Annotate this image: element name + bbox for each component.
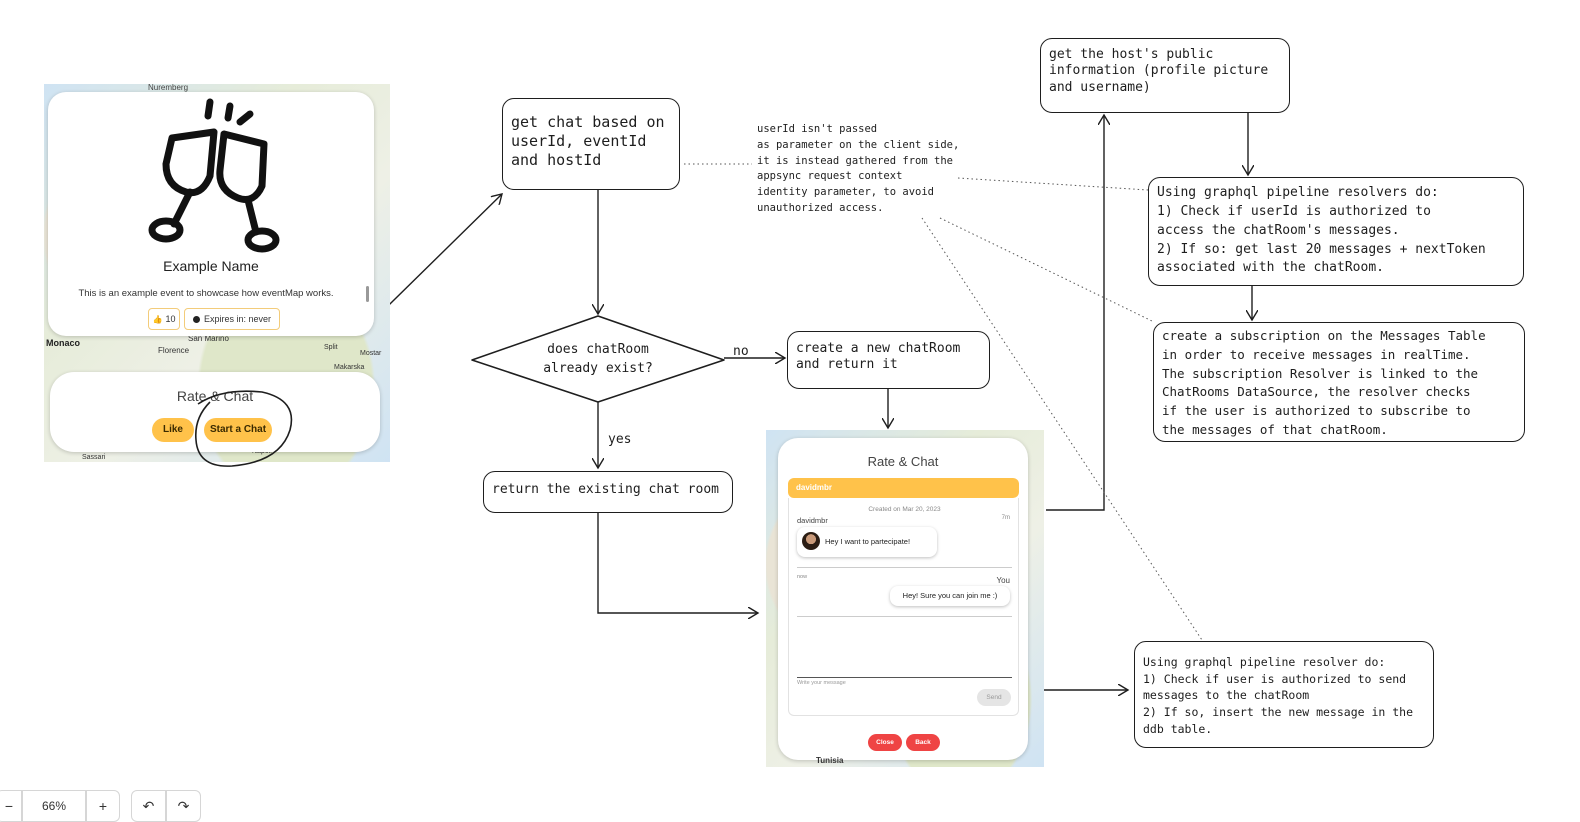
msg2-time: now (797, 574, 808, 580)
decision-text: does chatRoom already exist? (543, 342, 653, 376)
map-label: Monaco (46, 338, 81, 348)
map-label: San Marino (188, 334, 229, 343)
avatar (802, 532, 820, 550)
map-label: Nuremberg (148, 84, 189, 92)
chat-header-bar: davidmbr (788, 478, 1019, 498)
yes-label: yes (608, 432, 632, 447)
divider (797, 616, 1012, 617)
thumbs-up-icon: 👍 (152, 314, 163, 324)
dotted-note-to-send (921, 217, 1203, 641)
divider (797, 567, 1012, 568)
chat-panel: Rate & Chat davidmbr Created on Mar 20, … (778, 438, 1028, 760)
start-chat-button[interactable]: Start a Chat (204, 418, 272, 442)
scrollbar[interactable] (366, 286, 369, 302)
dotted-note-to-pipeline (957, 177, 1149, 191)
msg1-text: Hey I want to partecipate! (825, 537, 911, 546)
rate-chat-title: Rate & Chat (176, 388, 254, 404)
expires-label: Expires in: never (203, 314, 272, 324)
subscription-box: create a subscription on the Messages Ta… (1153, 322, 1525, 442)
map-label: Makarska (334, 364, 365, 371)
return-room-box: return the existing chat room (483, 471, 733, 513)
msg1-user: davidmbr (797, 516, 828, 525)
host-info-box: get the host's public information (profi… (1040, 38, 1290, 113)
messages-area[interactable]: Created on Mar 20, 2023 davidmbr 7m Hey … (788, 498, 1019, 716)
message-input-placeholder: Write your message (797, 680, 846, 686)
map-label: Florence (158, 346, 190, 355)
pipeline-send-box: Using graphql pipeline resolver do: 1) C… (1134, 641, 1434, 748)
rate-chat-panel: Rate & Chat Like Start a Chat (50, 372, 380, 452)
event-popup-card: Example Name This is an example event to… (48, 92, 374, 336)
arrow-chat-to-host-info (1046, 115, 1104, 511)
event-description: This is an example event to showcase how… (78, 288, 334, 299)
create-room-box: create a new chatRoom and return it (787, 331, 990, 389)
send-button[interactable]: Send (977, 689, 1011, 706)
redo-icon[interactable]: ↷ (166, 790, 201, 822)
dotted-note-to-subscription (939, 217, 1155, 323)
message-bubble: Hey I want to partecipate! (797, 527, 937, 557)
app-screenshot-map: Nuremberg Monaco Florence San Marino Spl… (44, 84, 390, 462)
chat-screenshot-map: Rate & Chat davidmbr Created on Mar 20, … (766, 430, 1044, 767)
get-chat-box: get chat based on userId, eventId and ho… (502, 98, 680, 190)
map-label: Split (324, 344, 338, 351)
like-button[interactable]: Like (152, 418, 194, 442)
message-textarea[interactable] (797, 646, 1012, 678)
arrow-return-to-chat (597, 513, 758, 613)
expires-badge: Expires in: never (184, 308, 280, 330)
map-label: Mostar (360, 350, 382, 357)
msg1-time: 7m (1001, 515, 1010, 521)
zoom-in-button[interactable]: + (86, 790, 120, 822)
chat-title: Rate & Chat (867, 454, 939, 469)
userid-note: userId isn't passed as parameter on the … (757, 123, 960, 214)
created-on: Created on Mar 20, 2023 (868, 506, 941, 513)
clock-icon (192, 315, 200, 323)
decision-diamond (471, 315, 725, 403)
map-label: Tunisia (816, 756, 844, 765)
likes-badge[interactable]: 👍 10 (148, 308, 180, 330)
no-label: no (733, 344, 749, 359)
zoom-level[interactable]: 66% (22, 790, 86, 822)
map-label: Sassari (82, 454, 106, 461)
toast-glasses-icon (148, 98, 280, 253)
pipeline-read-box: Using graphql pipeline resolvers do: 1) … (1148, 177, 1524, 286)
zoom-out-button[interactable]: − (0, 790, 22, 822)
undo-icon[interactable]: ↶ (131, 790, 166, 822)
close-button[interactable]: Close (868, 734, 902, 751)
likes-count: 10 (165, 314, 176, 324)
event-name: Example Name (163, 258, 259, 274)
msg2-user: You (996, 576, 1011, 585)
msg2-bubble: Hey! Sure you can join me :) (890, 586, 1010, 606)
back-button[interactable]: Back (906, 734, 940, 751)
